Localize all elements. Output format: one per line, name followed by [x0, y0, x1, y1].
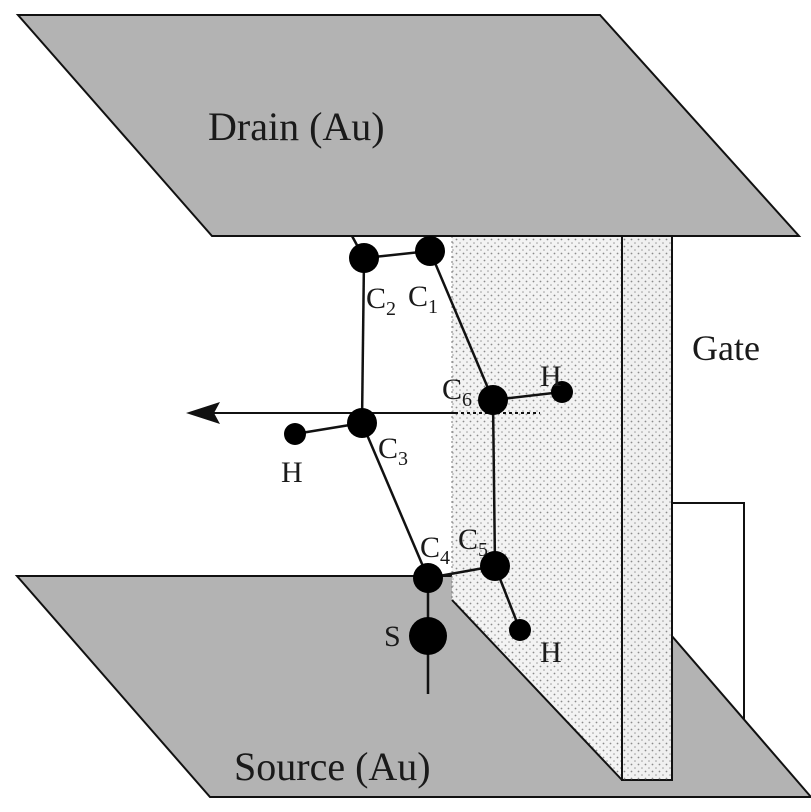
c6-label: C6: [442, 373, 472, 411]
gate-lead-wire: [672, 502, 745, 740]
drain-label: Drain (Au): [208, 104, 385, 149]
bond-c2-c3: [360, 257, 366, 424]
atom-h-c3: [284, 423, 306, 445]
drain-plate: [15, 14, 802, 237]
atom-c4: [413, 563, 443, 593]
atom-h-c5: [509, 619, 531, 641]
bond-c1-c6: [428, 250, 495, 401]
c5-label: C5: [458, 523, 488, 561]
c1-label: C1: [408, 280, 438, 318]
atom-h-c6: [551, 381, 573, 403]
atom-c1: [415, 236, 445, 266]
h-label-c5: H: [540, 636, 562, 669]
bond-c3-c4: [360, 422, 430, 579]
atom-c6: [478, 385, 508, 415]
h-label-c6: H: [540, 360, 562, 393]
source-label: Source (Au): [234, 744, 431, 789]
c2-label: C2: [366, 282, 396, 320]
atom-s: [409, 617, 447, 655]
c4-label: C4: [420, 531, 450, 569]
atom-c2: [349, 243, 379, 273]
c3-label: C3: [378, 432, 408, 470]
h-label-c3: H: [281, 456, 303, 489]
atoms: [284, 236, 573, 655]
bond-c6-c5: [491, 399, 497, 567]
atom-c3: [347, 408, 377, 438]
dipole-arrowhead: [186, 402, 220, 424]
atom-c5: [480, 551, 510, 581]
dielectric-bottom-edge: [451, 599, 623, 781]
gate-label: Gate: [692, 328, 760, 368]
s-label: S: [384, 620, 401, 653]
gate-electrode-dots: [622, 236, 672, 780]
